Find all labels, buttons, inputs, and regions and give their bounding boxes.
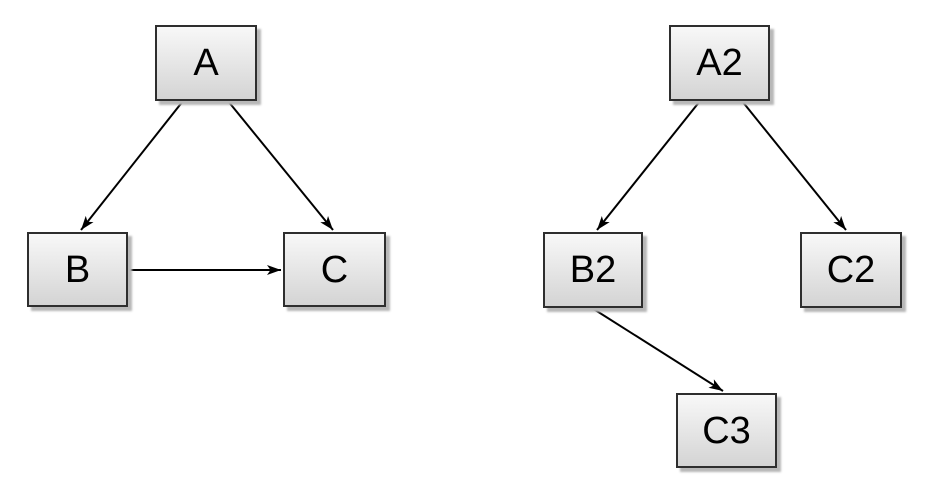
edge-B2-C3 xyxy=(591,307,724,392)
node-C2: C2 xyxy=(800,232,902,308)
node-A: A xyxy=(155,25,257,101)
edge-A-B xyxy=(80,100,184,231)
node-label-C3: C3 xyxy=(702,409,751,452)
edge-A2-B2 xyxy=(596,100,701,231)
node-C: C xyxy=(283,232,386,307)
node-B2: B2 xyxy=(543,232,643,308)
node-label-A2: A2 xyxy=(696,42,743,84)
node-label-B: B xyxy=(64,248,91,291)
edge-A2-C2 xyxy=(741,100,847,231)
node-B: B xyxy=(27,232,128,307)
node-label-C2: C2 xyxy=(826,249,876,291)
node-label-A: A xyxy=(193,42,219,84)
node-label-C: C xyxy=(320,248,349,291)
edge-A-C xyxy=(227,100,334,231)
node-C3: C3 xyxy=(676,393,777,468)
node-A2: A2 xyxy=(669,25,770,101)
node-label-B2: B2 xyxy=(569,249,617,291)
